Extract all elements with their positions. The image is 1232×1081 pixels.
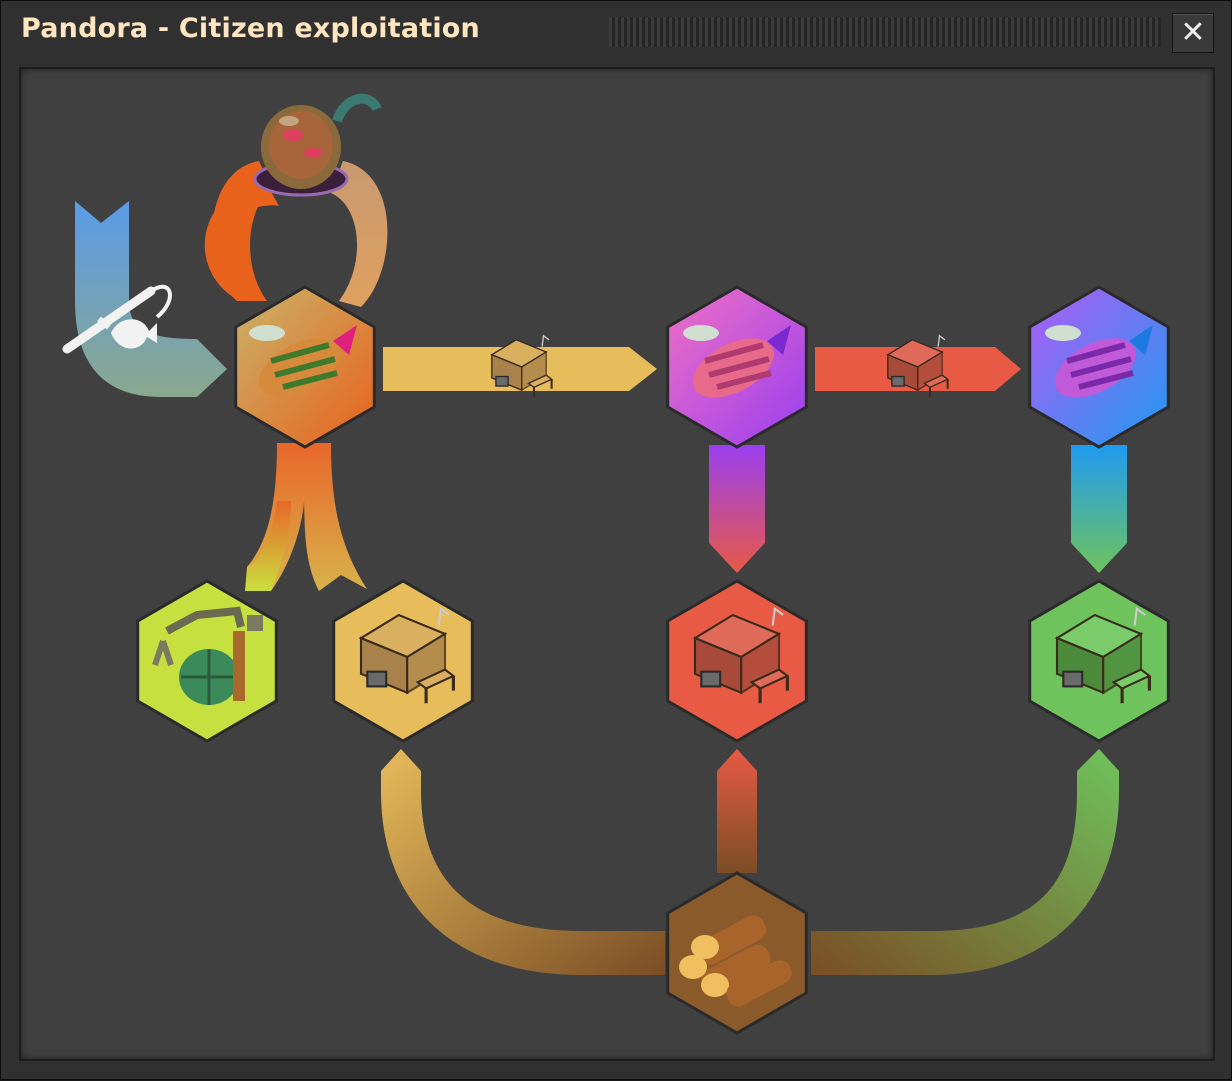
- window-title: Pandora - Citizen exploitation: [21, 13, 480, 44]
- red-farm-building-icon[interactable]: [692, 606, 790, 704]
- fishing-input-arrow: [75, 201, 227, 397]
- arrow-wood-to-green-farm: [811, 749, 1119, 975]
- fish-incubator-icon[interactable]: [253, 93, 382, 197]
- close-button[interactable]: ✕: [1172, 13, 1214, 53]
- arrow-pink-to-red-farm: [709, 445, 765, 573]
- arrow-purple-to-green-farm: [1071, 445, 1127, 573]
- green-farm-building-icon[interactable]: [1054, 606, 1152, 704]
- gatherer-machine-icon[interactable]: [152, 606, 263, 705]
- close-icon: ✕: [1180, 15, 1206, 50]
- arrow-wood-to-red-farm: [717, 749, 757, 873]
- arrow-wood-to-yellow-farm: [381, 749, 665, 975]
- wood-logs-icon[interactable]: [679, 911, 796, 1010]
- fishing-rod-icon: [62, 284, 172, 354]
- red-farm-small-icon: [886, 334, 949, 397]
- yellow-farm-building-icon[interactable]: [358, 606, 456, 704]
- yellow-farm-small-icon: [490, 334, 553, 397]
- arrow-to-gatherer: [245, 501, 291, 591]
- title-bar[interactable]: Pandora - Citizen exploitation ✕: [1, 1, 1232, 61]
- incubator-loop-left: [212, 161, 273, 301]
- incubator-loop-right: [331, 161, 388, 307]
- drag-handle[interactable]: [609, 17, 1161, 47]
- pink-fish-icon[interactable]: [683, 325, 791, 410]
- purple-fish-icon[interactable]: [1045, 325, 1153, 410]
- hex-node-wood[interactable]: [666, 871, 808, 1035]
- orange-fish-icon[interactable]: [249, 325, 357, 410]
